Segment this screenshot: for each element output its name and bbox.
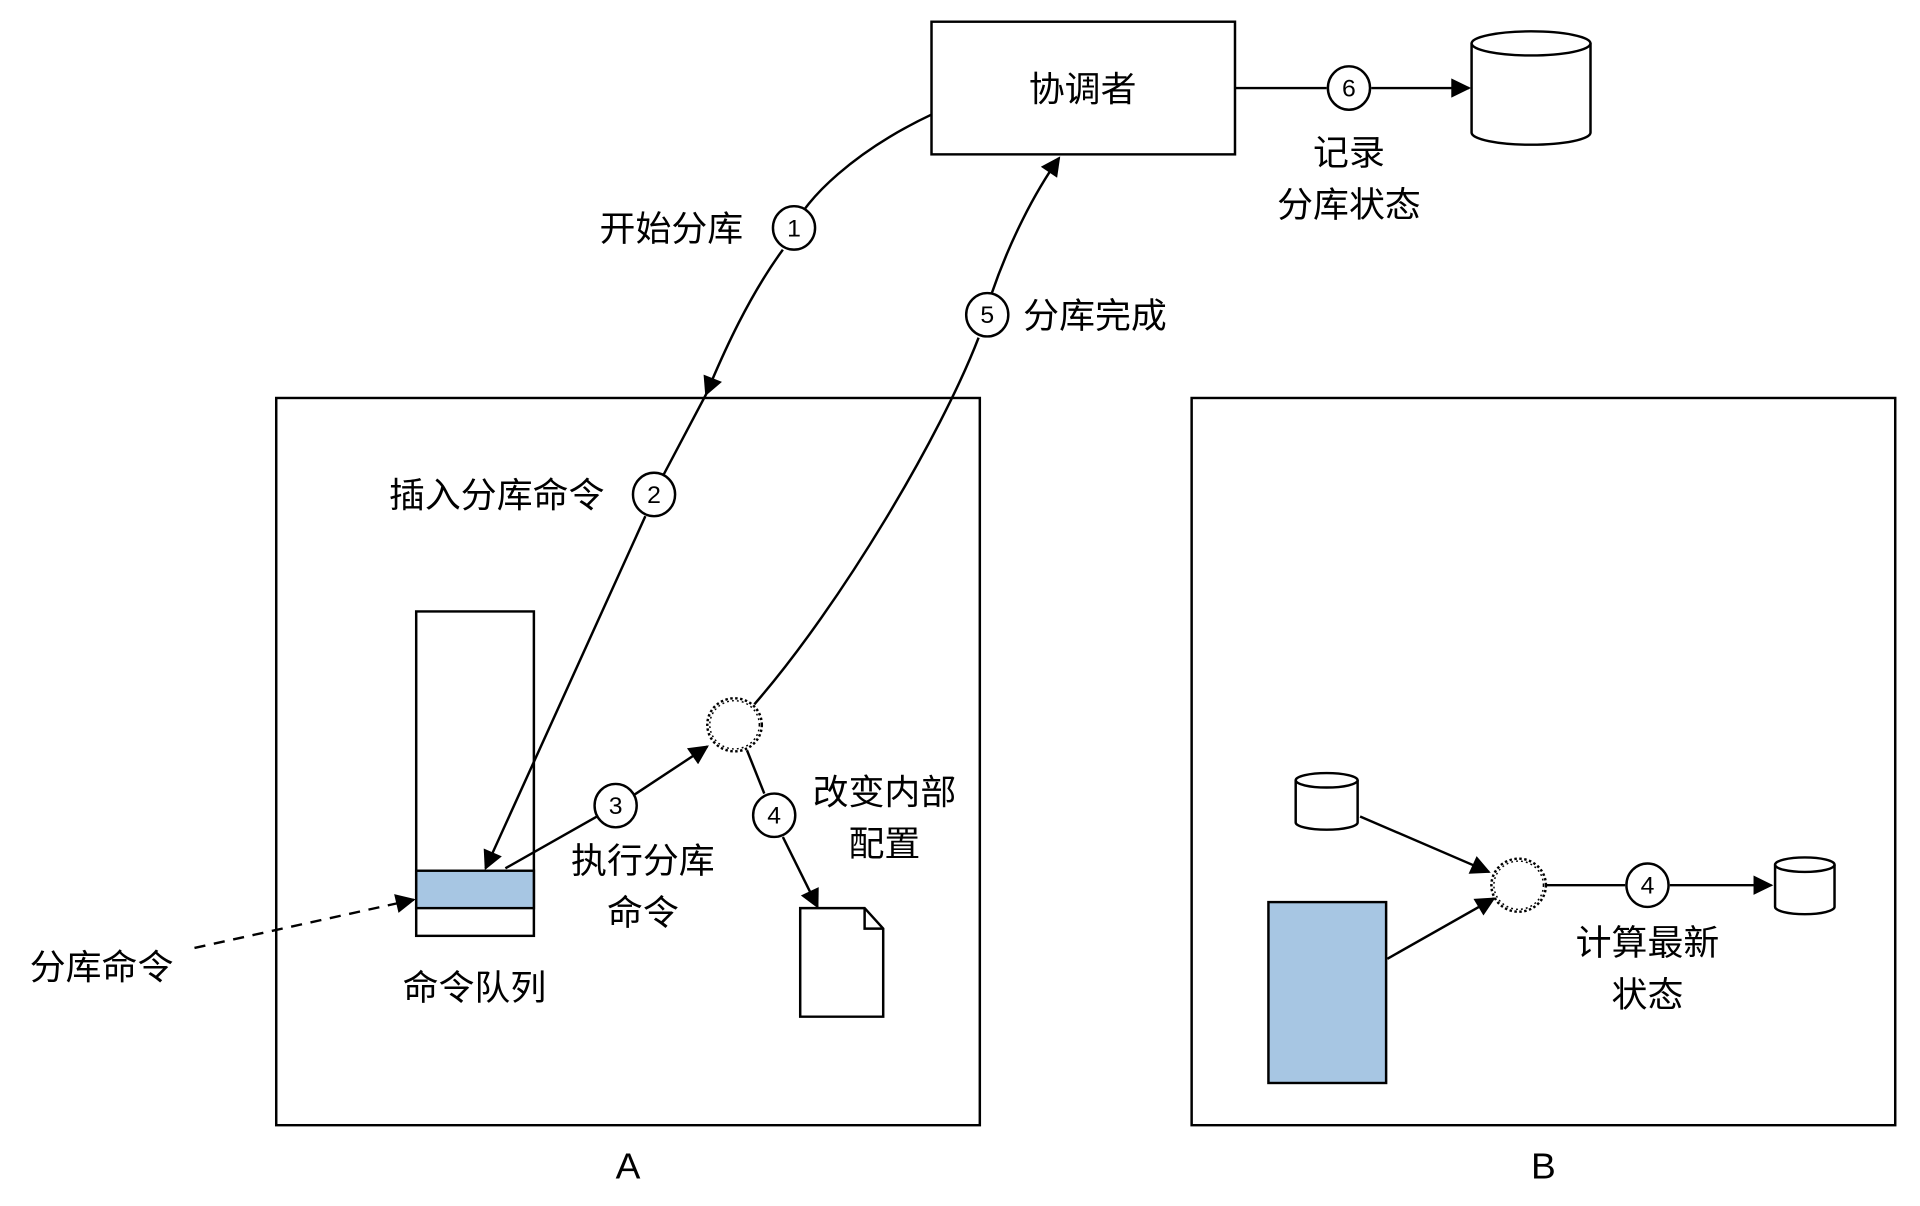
incoming-command-arrow: 分库命令	[30, 894, 416, 988]
coordinator-label: 协调者	[1029, 70, 1137, 110]
step-5-number: 5	[980, 302, 994, 329]
step-4b-arrow: 4 计算最新 状态	[1545, 862, 1774, 1016]
step-5-label: 分库完成	[1023, 296, 1167, 336]
step-2-arrow: 2 插入分库命令	[389, 393, 708, 871]
step-4b-label-line2: 状态	[1612, 975, 1684, 1015]
step-3-label-line2: 命令	[607, 893, 679, 933]
step-3-badge	[593, 782, 638, 829]
step-5-arrow: 5 分库完成	[753, 156, 1167, 706]
queue-item-sharding-command	[414, 869, 536, 910]
panel-b-source-arrow	[1359, 815, 1491, 874]
step-1-badge	[771, 205, 817, 251]
step-4b-badge	[1625, 862, 1670, 909]
step-3-number: 3	[609, 793, 623, 820]
step-4a-label-line2: 配置	[849, 825, 921, 865]
step-6-number: 6	[1342, 76, 1356, 103]
step-2-number: 2	[647, 482, 661, 509]
step-4a-arrow: 4 改变内部 配置	[745, 749, 957, 909]
step-4b-number: 4	[1641, 873, 1655, 900]
step-4a-label-line1: 改变内部	[813, 773, 957, 813]
panel-b-target-cylinder-icon	[1773, 856, 1836, 916]
command-queue: 命令队列	[403, 610, 547, 1009]
config-document-icon	[798, 906, 885, 1018]
step-4a-badge	[751, 792, 797, 839]
step-5-badge	[964, 291, 1010, 338]
panel-b-command-log	[1267, 900, 1388, 1085]
step-1-arrow: 1 开始分库	[600, 113, 933, 397]
step-6-label-line2: 分库状态	[1277, 186, 1421, 226]
panel-b-letter: B	[1531, 1146, 1556, 1186]
step-6-badge	[1326, 65, 1372, 111]
step-2-label: 插入分库命令	[389, 476, 604, 516]
queue-label: 命令队列	[403, 968, 547, 1008]
state-store-cylinder-icon	[1470, 30, 1592, 146]
step-6-label-line1: 记录	[1313, 134, 1385, 174]
incoming-command-label: 分库命令	[30, 948, 174, 988]
step-4a-number: 4	[767, 803, 781, 830]
step-2-badge	[631, 471, 677, 518]
coordinator-box	[930, 20, 1237, 156]
step-4b-label-line1: 计算最新	[1576, 924, 1720, 964]
panel-a-letter: A	[616, 1146, 641, 1186]
step-6-arrow: 6 记录 分库状态	[1234, 65, 1472, 226]
panel-b-processor-icon	[1490, 857, 1548, 913]
coordinator-node: 协调者	[930, 20, 1237, 156]
step-1-label: 开始分库	[600, 210, 744, 250]
panel-b-source-cylinder-icon	[1294, 771, 1359, 831]
step-3-label-line1: 执行分库	[571, 842, 715, 882]
panel-b-log-arrow	[1386, 897, 1496, 960]
step-1-number: 1	[787, 216, 801, 243]
processor-icon	[706, 697, 764, 753]
step-3-arrow: 3 执行分库 命令	[504, 745, 715, 934]
